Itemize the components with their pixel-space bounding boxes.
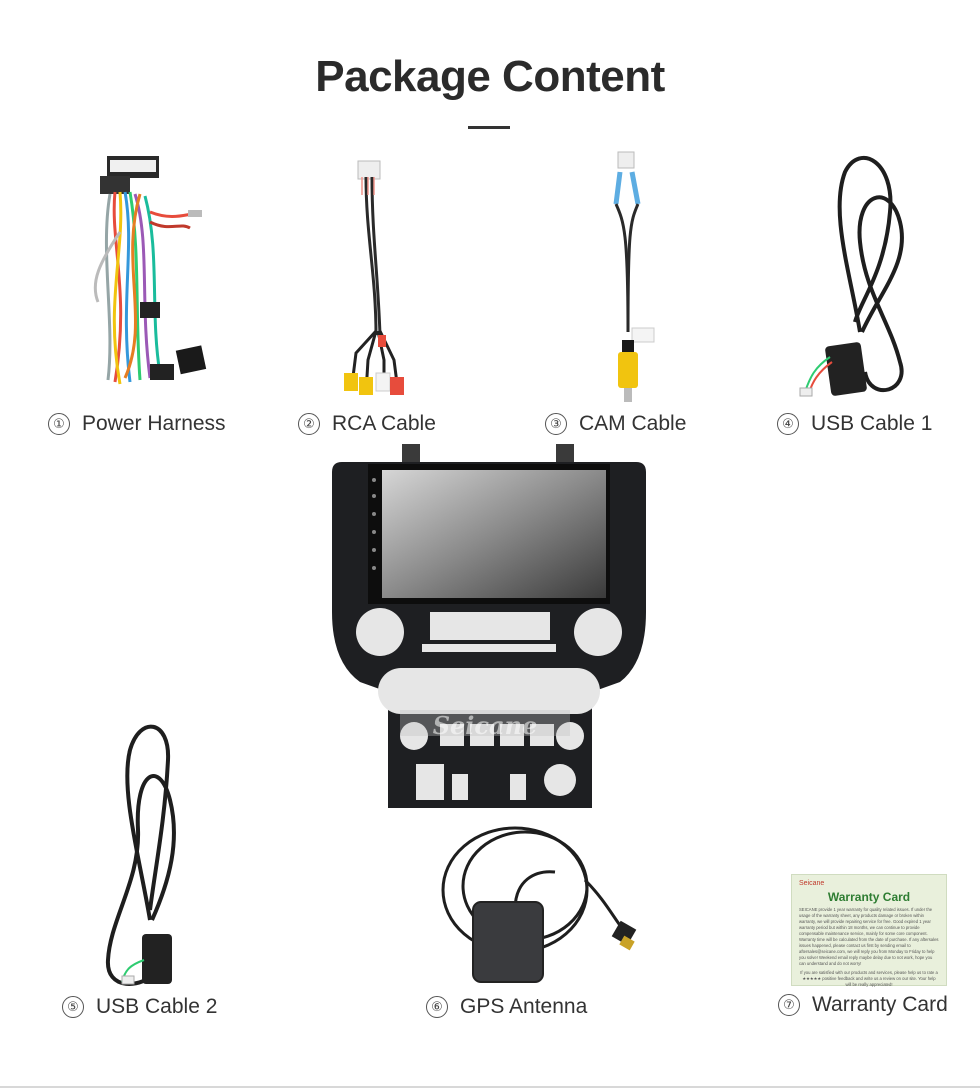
item-label-power-harness: ① Power Harness: [48, 412, 226, 437]
item-label-cam-cable: ③ CAM Cable: [545, 412, 686, 437]
item-label-usb-cable-1: ④ USB Cable 1: [777, 412, 932, 437]
item-name: USB Cable 2: [96, 995, 218, 1018]
item-label-warranty-card: ⑦ Warranty Card: [778, 993, 948, 1018]
warranty-card-body: SEICANE provide 1 year warranty for qual…: [799, 907, 939, 966]
item-name: USB Cable 1: [811, 412, 933, 435]
item-number: ②: [298, 413, 320, 435]
item-number: ⑤: [62, 996, 84, 1018]
item-number: ④: [777, 413, 799, 435]
item-number: ①: [48, 413, 70, 435]
warranty-card-brand: Seicane: [799, 880, 825, 887]
item-name: Warranty Card: [812, 993, 948, 1016]
item-label-gps-antenna: ⑥ GPS Antenna: [426, 995, 587, 1020]
watermark: Seicane: [433, 711, 538, 740]
warranty-card-footer: If you are satisfied with our products a…: [800, 970, 938, 987]
item-number: ⑦: [778, 994, 800, 1016]
warranty-card-title: Warranty Card: [827, 890, 911, 904]
bottom-divider: [0, 1086, 980, 1088]
title-underline: [468, 126, 510, 129]
page-title: Package Content: [315, 52, 665, 101]
item-name: Power Harness: [82, 412, 226, 435]
warranty-card-image: Seicane Warranty Card SEICANE provide 1 …: [791, 874, 947, 987]
item-label-rca-cable: ② RCA Cable: [298, 412, 436, 437]
item-name: GPS Antenna: [460, 995, 588, 1018]
item-name: CAM Cable: [579, 412, 687, 435]
item-number: ⑥: [426, 996, 448, 1018]
item-label-usb-cable-2: ⑤ USB Cable 2: [62, 995, 217, 1020]
item-name: RCA Cable: [332, 412, 436, 435]
item-number: ③: [545, 413, 567, 435]
